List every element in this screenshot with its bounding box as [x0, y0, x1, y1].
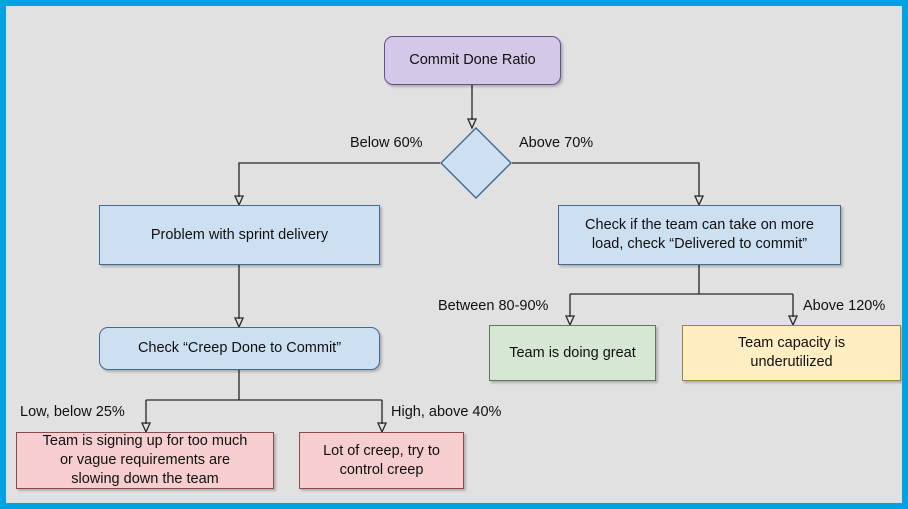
node-commit-done-ratio[interactable]: Commit Done Ratio: [384, 36, 561, 85]
node-team-is-signing-up-for-too-much[interactable]: Team is signing up for too much or vague…: [16, 432, 274, 489]
edge-label-below-60: Below 60%: [350, 135, 423, 151]
node-check-if-team-can-take-more-load[interactable]: Check if the team can take on more load,…: [558, 205, 841, 265]
node-team-capacity-is-underutilized-label: Team capacity is underutilized: [737, 335, 846, 370]
arrowhead-decision-to-check-load: [693, 195, 705, 207]
node-lot-of-creep-label: Lot of creep, try to control creep: [323, 442, 440, 478]
diagram-stage: Commit Done Ratio Problem with sprint de…: [6, 6, 902, 503]
decision-diamond-shape: [440, 127, 512, 199]
edge-label-above-120: Above 120%: [803, 298, 886, 314]
node-check-if-team-can-take-more-load-label: Check if the team can take on more load,…: [585, 217, 814, 252]
node-problem-with-sprint-delivery-label: Problem with sprint delivery: [150, 226, 329, 243]
edge-check-load-split: [569, 265, 794, 317]
edge-check-creep-split: [145, 370, 383, 424]
edge-decision-to-problem: [238, 162, 440, 197]
node-commit-done-ratio-label: Commit Done Ratio: [409, 52, 536, 69]
node-check-creep-done-to-commit[interactable]: Check “Creep Done to Commit”: [99, 327, 380, 370]
arrowhead-to-doing-great: [564, 315, 576, 327]
edge-label-low-below-25: Low, below 25%: [20, 404, 125, 420]
arrowhead-to-lot-of-creep: [376, 422, 388, 434]
arrowhead-to-signing-up: [140, 422, 152, 434]
edge-decision-to-check-load: [512, 162, 700, 197]
node-decision-diamond[interactable]: [440, 127, 512, 199]
node-team-is-doing-great[interactable]: Team is doing great: [489, 325, 656, 381]
node-problem-with-sprint-delivery[interactable]: Problem with sprint delivery: [99, 205, 380, 265]
arrowhead-to-underutilized: [787, 315, 799, 327]
node-lot-of-creep[interactable]: Lot of creep, try to control creep: [299, 432, 464, 489]
node-team-is-signing-up-for-too-much-label: Team is signing up for too much or vague…: [42, 433, 248, 487]
edge-label-between-80-90: Between 80-90%: [438, 298, 549, 314]
edge-label-high-above-40: High, above 40%: [391, 404, 502, 420]
node-check-creep-done-to-commit-label: Check “Creep Done to Commit”: [137, 340, 342, 357]
node-team-is-doing-great-label: Team is doing great: [509, 344, 636, 361]
arrowhead-decision-to-problem: [233, 195, 245, 207]
arrowhead-problem-to-check-creep: [233, 317, 245, 329]
node-team-capacity-is-underutilized[interactable]: Team capacity is underutilized: [682, 325, 901, 381]
edge-label-above-70: Above 70%: [519, 135, 594, 151]
